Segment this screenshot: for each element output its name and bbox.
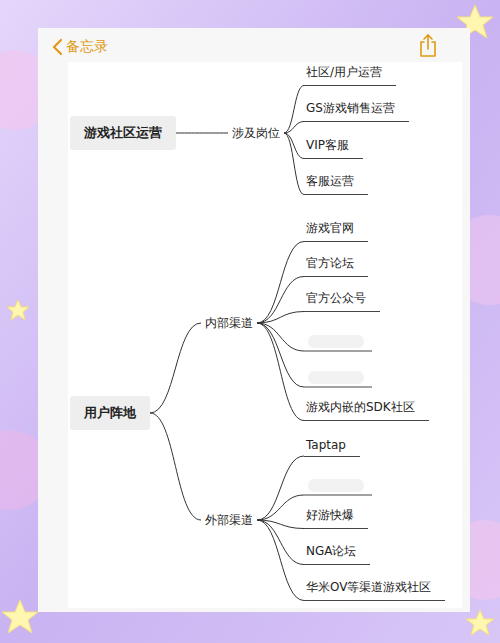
node-text: VIP客服 [306, 137, 349, 154]
node-text: 客服运营 [306, 173, 354, 190]
branch-line [257, 323, 304, 421]
header-title: 备忘录 [66, 38, 108, 56]
branch-line [284, 86, 304, 134]
back-chevron [54, 40, 61, 54]
node-text: 好游快爆 [306, 507, 354, 524]
leaf-item: 官方公众号 [304, 290, 380, 312]
leaf-item: NGA论坛 [304, 543, 370, 565]
branch-line [284, 133, 304, 159]
leaf-item: 客服运营 [304, 173, 368, 195]
branch-line [257, 323, 304, 351]
node-text: 用户阵地 [84, 404, 136, 422]
branch-line [150, 323, 201, 413]
leaf-item: 官方论坛 [304, 255, 368, 277]
topic-box: 用户阵地 [70, 396, 150, 430]
leaf-item: VIP客服 [304, 137, 363, 159]
branch-label: 外部渠道 [201, 510, 257, 531]
underline [304, 351, 372, 352]
blurred-branch [257, 323, 372, 387]
branch-label: 涉及岗位 [228, 123, 284, 144]
node-text: NGA论坛 [306, 543, 356, 560]
leaf-item: 游戏内嵌的SDK社区 [304, 399, 429, 421]
node-text: 外部渠道 [205, 512, 253, 529]
node-text: 社区/用户运营 [306, 64, 382, 81]
topic-box: 游戏社区运营 [70, 116, 176, 150]
leaf-item: 华米OV等渠道游戏社区 [304, 579, 445, 601]
node-text: 游戏社区运营 [84, 124, 162, 142]
blur-patch [308, 335, 364, 348]
leaf-item: 社区/用户运营 [304, 64, 396, 86]
blurred-branch [257, 323, 372, 351]
branch-line [257, 520, 304, 601]
branch-line [257, 456, 304, 520]
branch-line [257, 495, 304, 520]
underline [304, 387, 372, 388]
node-text: 华米OV等渠道游戏社区 [306, 579, 431, 596]
node-text: Taptap [306, 438, 346, 452]
node-text: 官方公众号 [306, 290, 366, 307]
underline [304, 495, 372, 496]
node-text: 官方论坛 [306, 255, 354, 272]
branch-line [257, 323, 304, 387]
leaf-item: 好游快爆 [304, 507, 368, 529]
branch-line [176, 133, 228, 134]
leaf-item: 游戏官网 [304, 220, 368, 242]
share-icon [421, 35, 435, 56]
node-text: 内部渠道 [205, 315, 253, 332]
branch-label: 内部渠道 [201, 313, 257, 334]
leaf-item: Taptap [304, 438, 360, 457]
node-text: 游戏官网 [306, 220, 354, 237]
branch-line [257, 277, 304, 324]
node-text: 游戏内嵌的SDK社区 [306, 399, 415, 416]
branch-line [257, 520, 304, 565]
branch-line [257, 242, 304, 324]
branch-line [284, 122, 304, 134]
node-text: 涉及岗位 [232, 125, 280, 142]
branch-line [150, 413, 201, 520]
branch-line [284, 133, 304, 195]
node-text: GS游戏销售运营 [306, 100, 395, 117]
blur-patch [308, 371, 364, 384]
leaf-item: GS游戏销售运营 [304, 100, 409, 122]
branch-line [257, 312, 304, 324]
blur-patch [308, 479, 364, 492]
